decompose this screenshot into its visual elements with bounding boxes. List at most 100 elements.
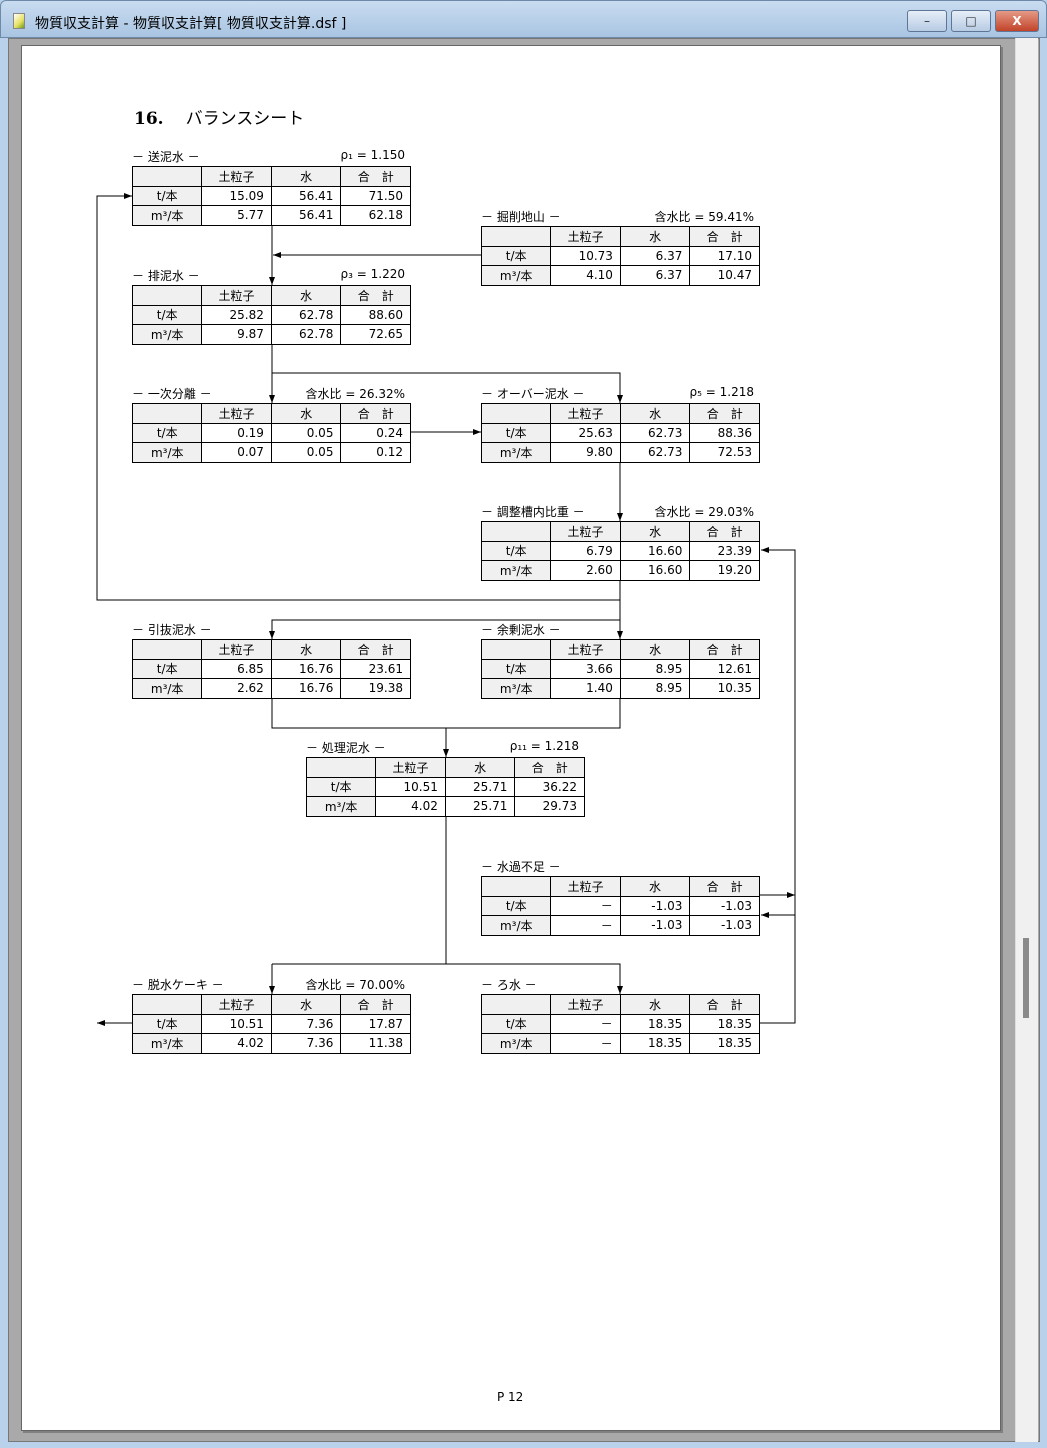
column-header: 水 — [619, 403, 691, 424]
column-header: 土粒子 — [550, 403, 621, 424]
table-cell: 17.10 — [689, 245, 760, 267]
column-header: 水 — [619, 876, 691, 897]
column-header: 水 — [619, 994, 691, 1015]
section-title: バランスシート — [185, 109, 305, 129]
column-header — [480, 876, 552, 897]
table-cell: － — [550, 1013, 621, 1035]
table-cell: 19.38 — [340, 678, 411, 699]
close-button[interactable]: X — [995, 10, 1039, 32]
row-label: m³/本 — [131, 678, 203, 699]
column-header: 水 — [619, 639, 691, 660]
table-cell: 88.60 — [340, 304, 411, 326]
row-label: m³/本 — [480, 1033, 552, 1054]
table-cell: － — [550, 915, 621, 936]
table-cell: 12.61 — [689, 658, 760, 680]
column-header — [480, 403, 552, 424]
table-cell: -1.03 — [689, 895, 760, 917]
header-row: 土粒子水合 計 — [131, 639, 411, 660]
page-number: P 12 — [497, 1390, 524, 1404]
table-cell: 6.37 — [619, 265, 691, 286]
column-header: 水 — [444, 757, 516, 778]
table-cell: 18.35 — [619, 1013, 691, 1035]
column-header: 土粒子 — [201, 285, 272, 306]
table-cell: -1.03 — [619, 915, 691, 936]
table-cell: － — [550, 895, 621, 917]
maximize-button[interactable]: □ — [951, 10, 991, 32]
row-label: m³/本 — [131, 324, 203, 345]
header-row: 土粒子水合 計 — [131, 285, 411, 306]
row-label: t/本 — [480, 658, 552, 680]
table-cell: 72.65 — [340, 324, 411, 345]
column-header: 土粒子 — [201, 166, 272, 187]
table-caption: － 掘削地山 － — [481, 210, 561, 224]
table-row: m³/本－-1.03-1.03 — [480, 915, 760, 936]
scrollbar-thumb[interactable] — [1023, 938, 1029, 1018]
table-cell: 2.60 — [550, 560, 621, 581]
table-cell: 25.82 — [201, 304, 272, 326]
column-header: 土粒子 — [201, 994, 272, 1015]
row-label: t/本 — [131, 658, 203, 680]
table-cell: 8.95 — [619, 658, 691, 680]
column-header: 合 計 — [689, 994, 760, 1015]
table-cell: 6.79 — [550, 540, 621, 562]
table-cell: 6.37 — [619, 245, 691, 267]
column-header: 土粒子 — [201, 403, 272, 424]
table-cell: 36.22 — [514, 776, 585, 798]
column-header: 水 — [270, 166, 342, 187]
table-cell: 0.19 — [201, 422, 272, 444]
column-header: 合 計 — [340, 639, 411, 660]
header-row: 土粒子水合 計 — [480, 403, 760, 424]
table-cell: 25.63 — [550, 422, 621, 444]
column-header: 合 計 — [689, 226, 760, 247]
column-header: 土粒子 — [550, 639, 621, 660]
header-row: 土粒子水合 計 — [480, 994, 760, 1015]
flow-line — [272, 372, 623, 403]
table-cell: 1.40 — [550, 678, 621, 699]
table-cell: 25.71 — [444, 796, 516, 817]
column-header — [480, 521, 552, 542]
flow-line — [96, 193, 620, 601]
column-header: 土粒子 — [550, 876, 621, 897]
row-label: m³/本 — [131, 442, 203, 463]
header-row: 土粒子水合 計 — [131, 994, 411, 1015]
column-header: 水 — [619, 521, 691, 542]
column-header: 土粒子 — [375, 757, 446, 778]
column-header — [131, 166, 203, 187]
column-header — [480, 226, 552, 247]
column-header: 土粒子 — [550, 521, 621, 542]
table-note: 含水比 = 29.03% — [654, 505, 754, 519]
row-label: t/本 — [480, 895, 552, 917]
column-header — [131, 994, 203, 1015]
row-label: t/本 — [131, 422, 203, 444]
flow-line — [760, 547, 796, 1024]
table-cell: 23.39 — [689, 540, 760, 562]
table-cell: 7.36 — [270, 1013, 342, 1035]
table-cell: 18.35 — [689, 1013, 760, 1035]
minimize-button[interactable]: – — [907, 10, 947, 32]
table-caption: － 送泥水 － — [132, 150, 200, 164]
table-cell: 88.36 — [689, 422, 760, 444]
table-cell: -1.03 — [689, 915, 760, 936]
table-cell: 4.02 — [201, 1033, 272, 1054]
table-cell: 2.62 — [201, 678, 272, 699]
vertical-scrollbar[interactable] — [1015, 38, 1038, 1442]
